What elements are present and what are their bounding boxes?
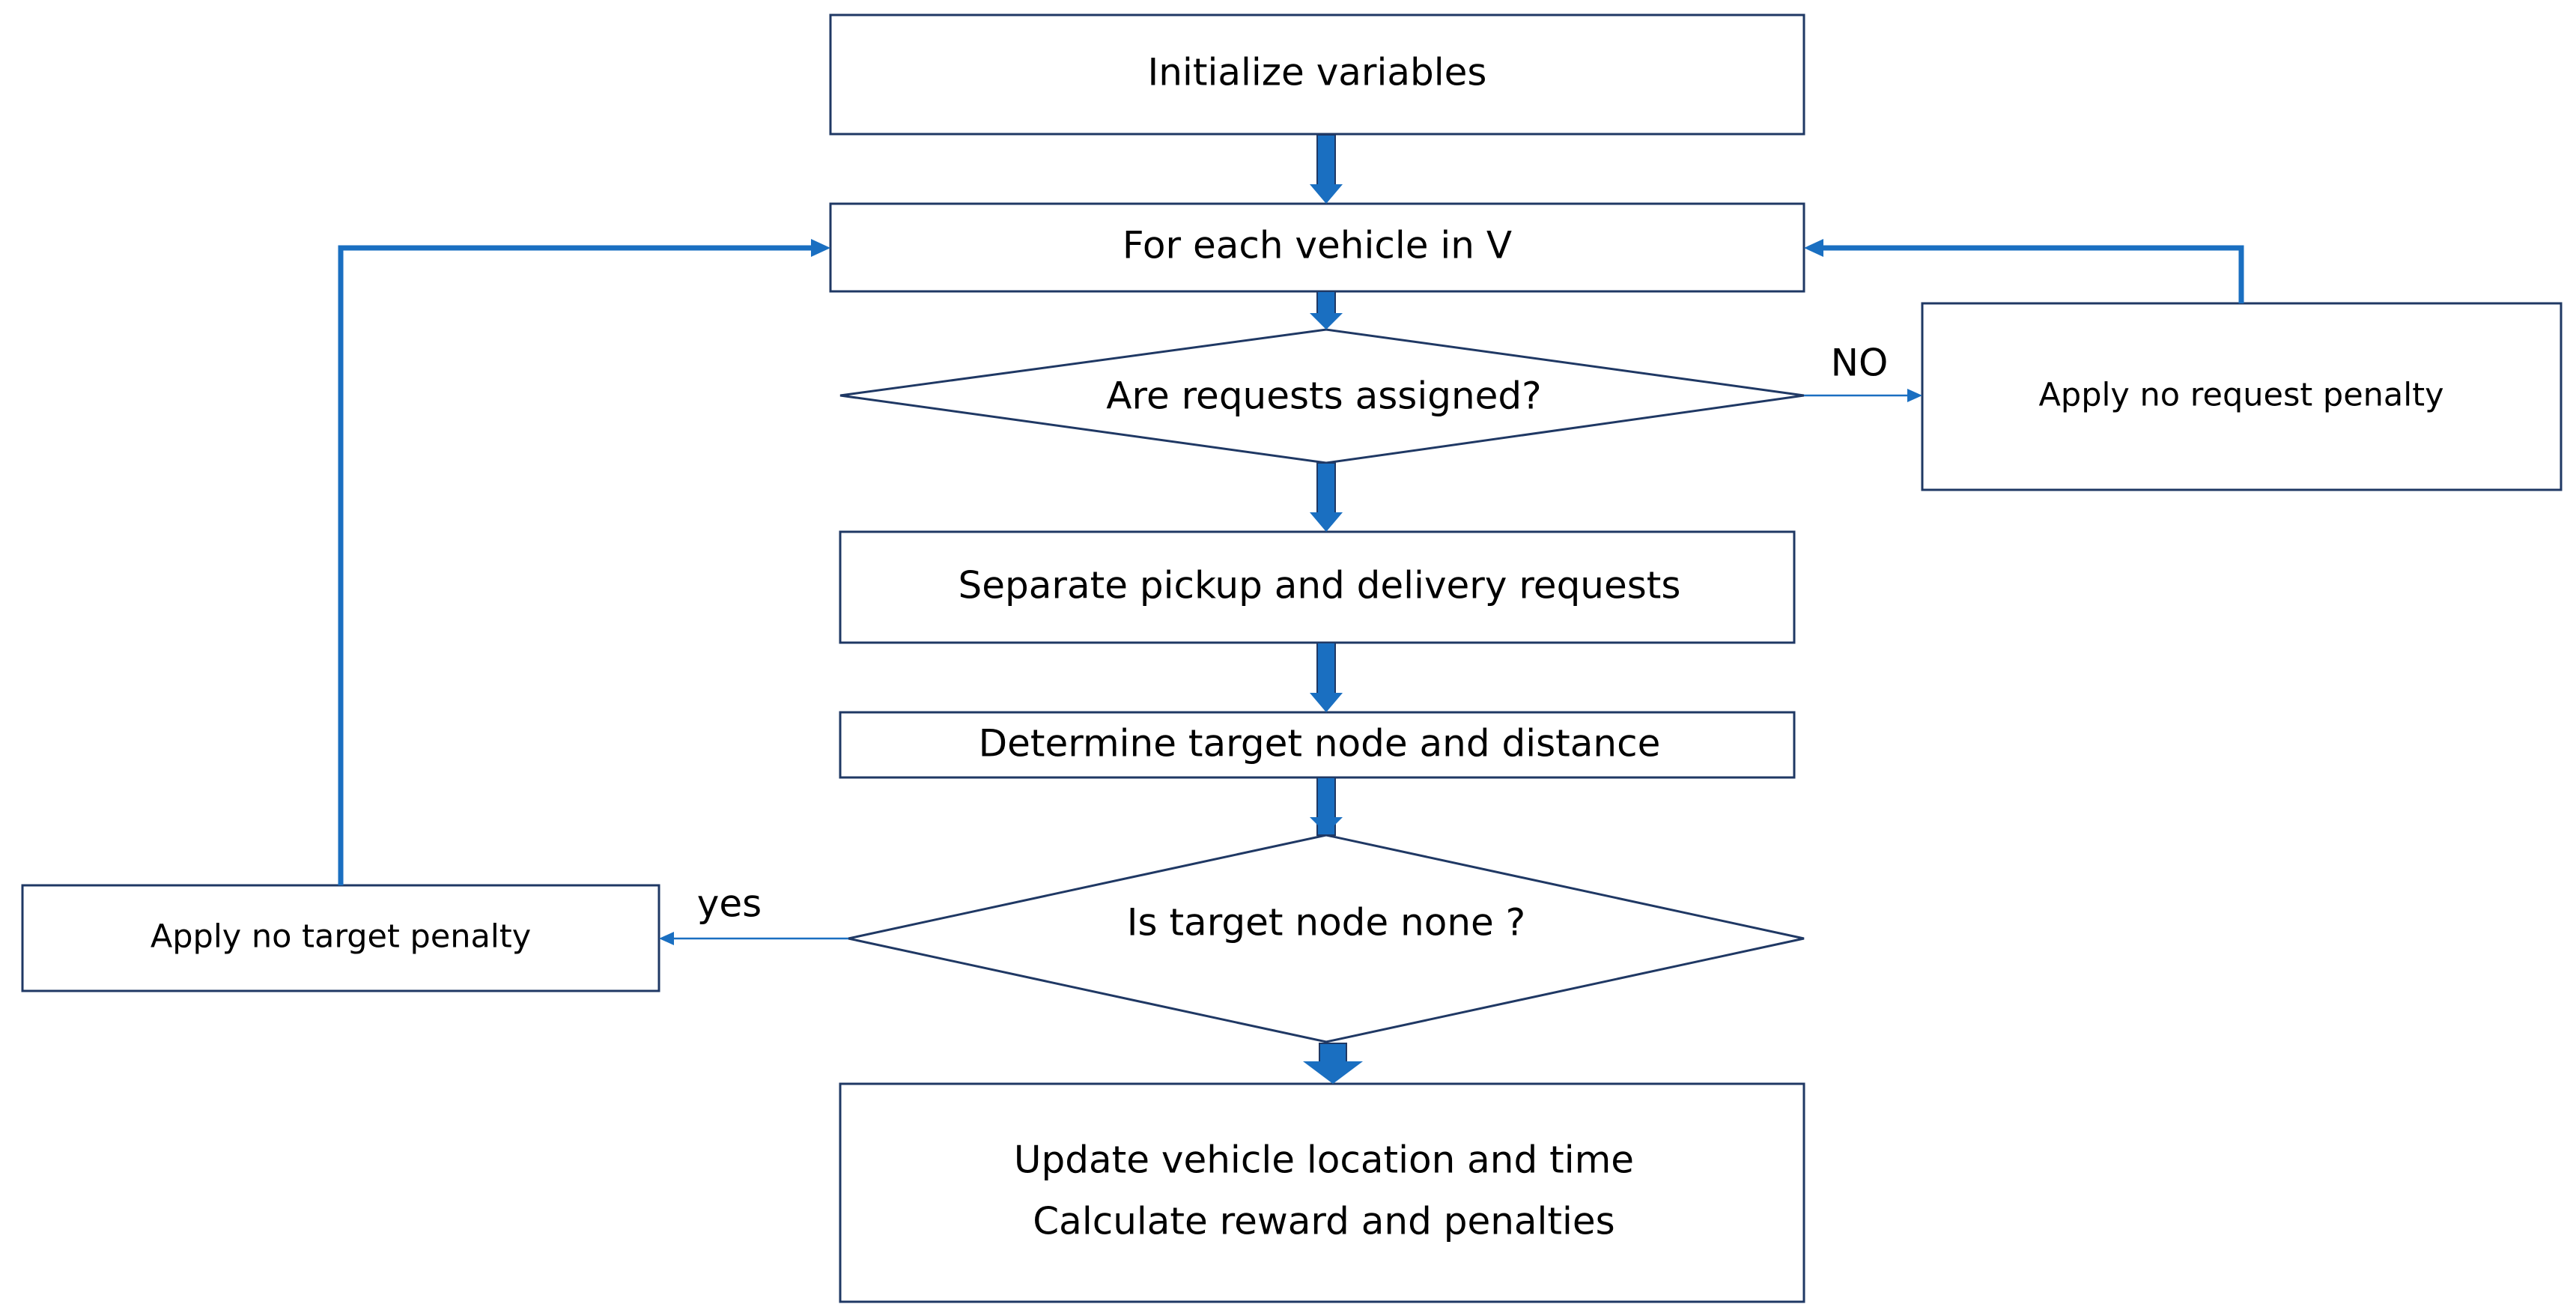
- arrow-loop-to-requests-decision: [1310, 291, 1343, 330]
- arrow-yes-to-target-penalty: [659, 932, 848, 945]
- node-apply-no-request-penalty-label: Apply no request penalty: [2038, 377, 2443, 414]
- node-for-each-vehicle-label: For each vehicle in V: [1123, 224, 1512, 267]
- edge-label-no: NO: [1831, 342, 1889, 385]
- node-update-vehicle-line1: Update vehicle location and time: [1014, 1138, 1634, 1182]
- node-separate-requests: Separate pickup and delivery requests: [839, 530, 1796, 644]
- arrow-request-penalty-back-to-loop: [1804, 239, 2244, 303]
- node-determine-target: Determine target node and distance: [839, 711, 1796, 779]
- decision-requests-assigned: Are requests assigned?: [839, 328, 1805, 464]
- arrow-target-decision-to-update: [1303, 1043, 1363, 1084]
- node-initialize-variables: Initialize variables: [829, 13, 1805, 136]
- node-initialize-variables-label: Initialize variables: [1148, 51, 1487, 94]
- node-apply-no-target-penalty: Apply no target penalty: [21, 884, 660, 992]
- node-separate-requests-label: Separate pickup and delivery requests: [959, 564, 1681, 607]
- arrow-target-penalty-back-to-loop: [338, 239, 830, 885]
- node-apply-no-target-penalty-label: Apply no target penalty: [151, 918, 531, 956]
- node-update-vehicle-line2: Calculate reward and penalties: [1033, 1200, 1614, 1243]
- edge-label-yes: yes: [697, 882, 762, 926]
- arrow-init-to-loop: [1310, 134, 1343, 204]
- decision-target-node-none-label: Is target node none ?: [1127, 901, 1525, 944]
- decision-target-node-none: Is target node none ?: [848, 834, 1805, 1043]
- node-apply-no-request-penalty: Apply no request penalty: [1921, 302, 2563, 491]
- arrow-separate-to-determine: [1310, 642, 1343, 712]
- arrow-determine-to-target-decision: [1310, 777, 1343, 836]
- arrow-no-to-request-penalty: [1804, 389, 1922, 402]
- decision-requests-assigned-label: Are requests assigned?: [1106, 375, 1541, 418]
- node-determine-target-label: Determine target node and distance: [979, 722, 1661, 765]
- arrow-requests-decision-to-separate: [1310, 462, 1343, 532]
- node-update-vehicle: Update vehicle location and time Calcula…: [839, 1082, 1805, 1303]
- node-for-each-vehicle: For each vehicle in V: [829, 202, 1805, 293]
